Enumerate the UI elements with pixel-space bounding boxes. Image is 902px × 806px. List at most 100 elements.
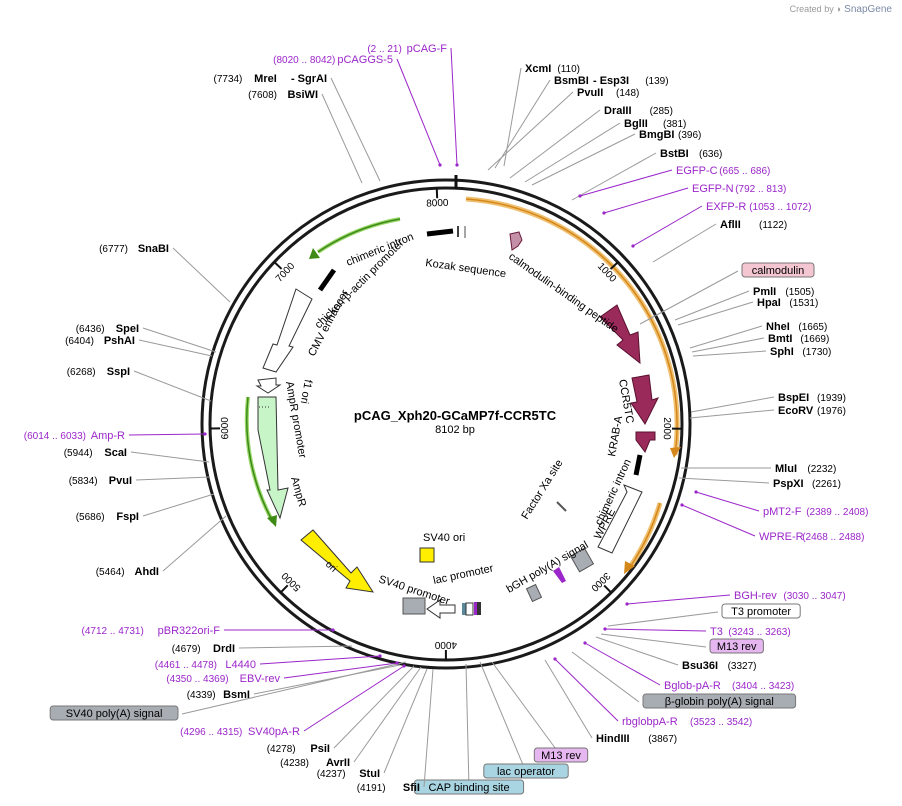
- site-leader: [692, 350, 767, 357]
- site-position: (3327): [728, 661, 757, 672]
- site-name: MluI: [775, 463, 797, 475]
- site-leader: [691, 337, 765, 353]
- site-primer: pMT2-F(2389 .. 2408): [694, 490, 868, 518]
- site-enzyme: BstBI(636): [571, 148, 722, 201]
- backbone-outer-ring: [200, 178, 692, 670]
- site-box-label: M13 rev: [541, 750, 581, 762]
- site-position: (8020 .. 8042): [273, 55, 335, 66]
- site-enzyme: PshAI(6404): [65, 335, 213, 357]
- primer-mark: [455, 163, 459, 167]
- site-leader: [584, 642, 661, 686]
- site-enzyme: BspEI(1939): [690, 392, 846, 413]
- site-box: [642, 693, 797, 709]
- site-name: BsmBI: [554, 75, 589, 87]
- site-leader: [626, 594, 731, 605]
- site-enzyme: PvuII(148): [487, 87, 639, 171]
- tick-mark: [609, 261, 619, 270]
- site-name: T3: [710, 626, 723, 638]
- site-leader: [130, 451, 210, 463]
- feature-ampr: AmpR: [288, 476, 308, 509]
- site-position: (3867): [648, 734, 677, 745]
- primer-mark: [625, 602, 629, 606]
- credit-brand: SnapGene: [844, 4, 892, 15]
- site-enzyme: BglII(381): [524, 118, 686, 183]
- site-position: (4296 .. 4315): [180, 727, 242, 738]
- site-name: AflII: [720, 219, 741, 231]
- site-position: (4191): [357, 783, 386, 794]
- site-leader: [571, 152, 657, 201]
- site-leader: [690, 396, 775, 413]
- site-name: Amp-R: [91, 430, 125, 442]
- site-position: (6268): [67, 367, 96, 378]
- lac-cluster-c: [474, 602, 477, 615]
- primer-mark: [578, 194, 582, 198]
- site-name: EXFP-R: [706, 201, 746, 213]
- site-leader: [494, 79, 551, 169]
- site-leader: [487, 91, 574, 171]
- krab-a-arrow: [635, 431, 656, 453]
- site-leader: [142, 493, 215, 517]
- site-leader: [450, 47, 458, 166]
- site-position: (1665): [798, 322, 827, 333]
- lac-cluster-b: [465, 602, 474, 616]
- site-leader: [303, 665, 405, 732]
- site-position: (5834): [69, 476, 98, 487]
- site-box-violet: M13 rev: [491, 661, 589, 763]
- site-box: [49, 705, 179, 721]
- site-box-blue: CAP binding site: [413, 663, 525, 795]
- site-name: EGFP-N: [692, 183, 734, 195]
- wpre-arrowhead: [624, 561, 635, 574]
- site-primer: pCAG-F(2 .. 21): [367, 43, 459, 167]
- sv40-polya-box: [402, 597, 426, 615]
- site-name: pMT2-F: [763, 506, 802, 518]
- site-position: (1505): [785, 287, 814, 298]
- lac-cluster-d: [477, 602, 481, 615]
- site-box-gray: β-globin poly(A) signal: [571, 651, 797, 709]
- site-name: BstBI: [660, 148, 689, 160]
- snapgene-logo-icon: ◗: [836, 4, 842, 14]
- site-primer: L4440(4461 .. 4478): [155, 654, 382, 671]
- site-leader: [524, 122, 621, 183]
- site-name: BmgBI: [639, 129, 674, 141]
- primer-mark: [378, 654, 382, 658]
- feature-kozak: Kozak sequence: [425, 257, 507, 280]
- site-box-label: calmodulin: [752, 265, 805, 277]
- tick-mark: [603, 584, 612, 594]
- site-box-gray: SV40 poly(A) signal: [49, 661, 407, 721]
- site-position: (4679): [172, 644, 201, 655]
- site-enzyme: SphI(1730): [692, 346, 831, 358]
- site-name: SspI: [107, 366, 130, 378]
- chimeric-intron-arc-line: [317, 218, 401, 253]
- site-leader: [283, 662, 398, 679]
- orange-cds-arc-line: [465, 198, 678, 456]
- site-name-2: - Esp3I: [593, 75, 629, 87]
- primer-mark: [631, 244, 635, 248]
- site-box-label: CAP binding site: [428, 782, 509, 794]
- site-enzyme: StuI(4237): [317, 668, 428, 780]
- site-primer: Amp-R(6014 .. 6033): [24, 430, 207, 442]
- site-enzyme: AflII(1122): [652, 219, 787, 263]
- site-enzyme: EcoRV(1976): [689, 405, 846, 419]
- site-box-label: SV40 poly(A) signal: [66, 708, 163, 720]
- site-position: (1730): [802, 347, 831, 358]
- site-leader: [607, 611, 719, 627]
- site-leader: [172, 247, 231, 303]
- ccr5tc-arrow: [630, 374, 659, 425]
- site-name: BglII: [624, 118, 648, 130]
- site-leader: [689, 409, 775, 419]
- site-position: (5686): [76, 512, 105, 523]
- tick-label: 6000: [220, 417, 231, 440]
- site-name: BspEI: [778, 392, 809, 404]
- site-enzyme: PvuI(5834): [69, 475, 211, 487]
- site-name: PsiI: [310, 743, 330, 755]
- site-box-violet: M13 rev: [600, 633, 764, 654]
- site-leader: [396, 58, 441, 166]
- site-name: SV40pA-R: [248, 726, 300, 738]
- site-enzyme: SnaBI(6777): [99, 243, 231, 303]
- intron-block-right: [633, 454, 643, 476]
- site-leader: [321, 93, 363, 184]
- site-enzyme: Bsu36I(3327): [595, 636, 757, 672]
- beta-globin-box: [569, 547, 595, 573]
- site-position: (1053 .. 1072): [749, 202, 811, 213]
